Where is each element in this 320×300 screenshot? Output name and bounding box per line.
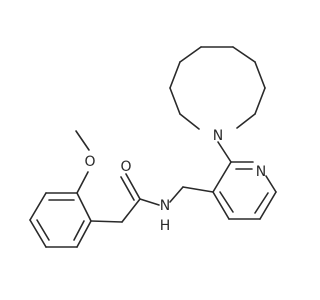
acetyl-ch2-bond <box>121 198 141 223</box>
pyridine-bond <box>212 191 230 220</box>
azocane-bond <box>236 113 256 129</box>
amide-bond <box>139 198 160 206</box>
benzene-bond <box>29 219 47 248</box>
carbonyl-oxygen-label: O <box>120 159 131 175</box>
carbonyl-bond <box>120 176 135 201</box>
azocane-bond <box>254 87 266 115</box>
benzene-bond <box>76 192 92 222</box>
carbonyl-bond <box>125 173 141 200</box>
pyridine-double-bond <box>254 192 269 214</box>
atom-labels: O O N H N N <box>84 128 266 234</box>
o-methyl-bond <box>75 130 90 151</box>
pyridine-ring <box>212 161 277 220</box>
pyridine-bond <box>259 191 277 220</box>
ch2-bond <box>182 186 214 193</box>
azocane-bond <box>179 113 200 130</box>
azocane-bond <box>232 46 256 63</box>
pyridine-bond <box>212 161 232 193</box>
benzene-ring <box>29 192 92 248</box>
azocane-bond <box>169 87 181 115</box>
benzene-double-bond <box>73 220 85 241</box>
ch2-n-bond <box>169 186 184 203</box>
methoxy-oxygen-label: O <box>84 154 95 170</box>
aryl-o-bond <box>76 171 89 194</box>
benzene-bond <box>29 192 47 221</box>
azocane-bond <box>254 61 266 89</box>
azocane-bond <box>169 61 181 89</box>
amide-nitrogen-label: N <box>160 198 170 214</box>
azocane-bond <box>179 46 202 63</box>
benzene-bond <box>76 220 92 248</box>
structural-formula: O O N H N N <box>29 46 277 248</box>
pyridine-bond <box>265 175 277 193</box>
azocane-nitrogen-label: N <box>213 128 223 144</box>
amide-hydrogen-label: H <box>160 218 171 234</box>
pyridine-nitrogen-label: N <box>256 164 266 180</box>
azocane-ring <box>169 46 266 130</box>
pyridine-double-bond <box>219 191 234 213</box>
benzene-double-bond <box>36 219 50 241</box>
n-aryl-bond <box>217 141 232 163</box>
benzyl-bond <box>90 220 123 223</box>
